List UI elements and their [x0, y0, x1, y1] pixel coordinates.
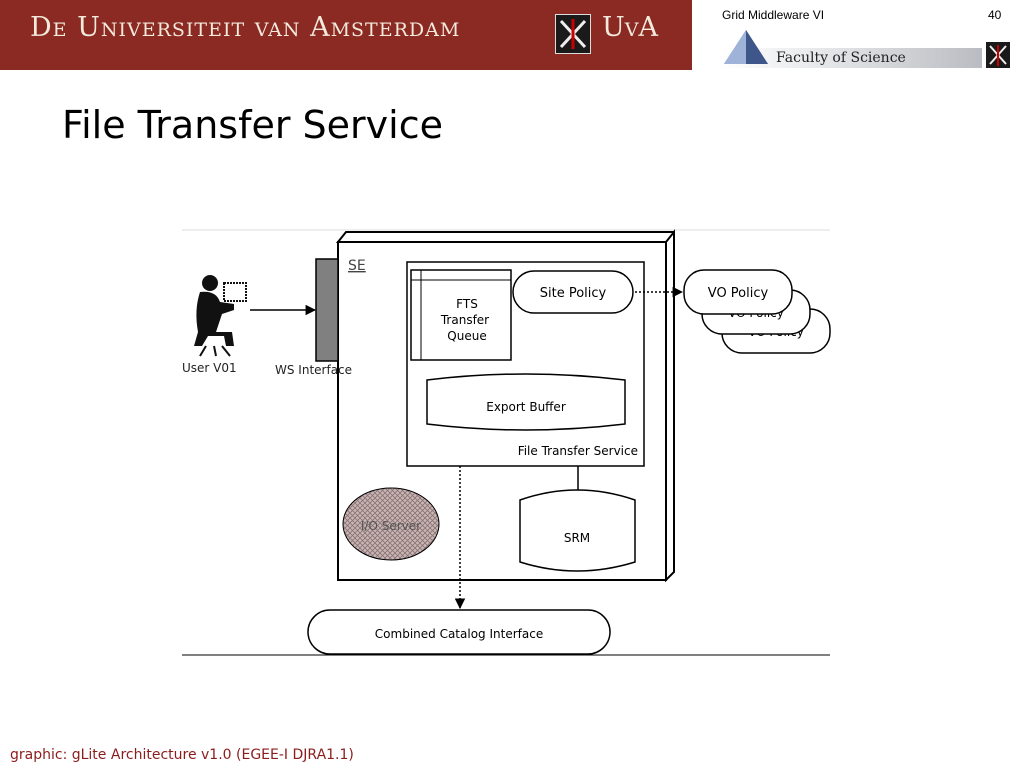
catalog-label: Combined Catalog Interface — [375, 627, 543, 641]
vo-policy-front-node — [683, 269, 793, 315]
fts-queue-line-2: Transfer — [440, 313, 489, 327]
university-name: De Universiteit van Amsterdam — [30, 12, 461, 43]
fts-label: File Transfer Service — [518, 444, 638, 458]
fts-queue-line-3: Queue — [447, 329, 486, 343]
srm-label: SRM — [564, 531, 590, 545]
ws-interface-bar — [315, 258, 339, 362]
faculty-bar — [720, 48, 982, 68]
io-server-node — [342, 487, 440, 561]
course-name: Grid Middleware VI — [722, 8, 825, 22]
fts-transfer-queue — [410, 269, 512, 361]
se-label: SE — [348, 258, 366, 274]
srm-node — [519, 489, 636, 572]
export-buffer-label: Export Buffer — [486, 400, 566, 414]
site-policy-node — [512, 270, 634, 314]
fts-queue-line-1: FTS — [456, 297, 478, 311]
export-buffer-node — [426, 373, 626, 431]
io-server-label: I/O Server — [361, 519, 421, 533]
graphic-credit: graphic: gLite Architecture v1.0 (EGEE-I… — [10, 747, 354, 763]
user-figure-icon — [194, 275, 247, 357]
site-policy-label: Site Policy — [540, 286, 607, 301]
vo-policy-front-label: VO Policy — [708, 286, 769, 301]
fts-architecture-diagram: SE WS Interface User V01 File Transfer S… — [182, 229, 831, 656]
faculty-name: Faculty of Science — [776, 50, 906, 66]
slide-title: File Transfer Service — [62, 103, 443, 147]
catalog-node — [307, 609, 611, 655]
university-banner: De Universiteit van Amsterdam UvA — [0, 0, 692, 70]
faculty-pyramid-logo — [724, 30, 768, 64]
uva-shield-logo — [555, 14, 591, 54]
user-label: User V01 — [182, 361, 237, 375]
ws-interface-label: WS Interface — [275, 363, 352, 377]
faculty-shield-logo — [986, 42, 1010, 68]
page-number: 40 — [988, 8, 1002, 22]
uva-wordmark: UvA — [602, 12, 658, 43]
